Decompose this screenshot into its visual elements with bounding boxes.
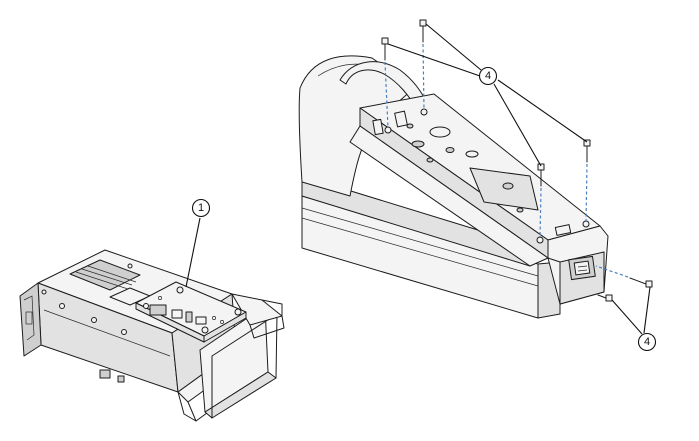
callout-1-label: 1 (198, 202, 204, 214)
side-screws (595, 265, 653, 302)
callout-4-side-leader-1 (643, 286, 651, 334)
screw-side-2 (597, 294, 613, 302)
callout-4-top-circle (478, 66, 498, 86)
callout-1-circle (191, 198, 211, 218)
callout-4-side-circle (637, 332, 657, 352)
callout-4-top-leader-3 (493, 83, 542, 167)
callout-4-top-leader-2 (425, 23, 482, 71)
callout-4-top-leader-1 (387, 43, 481, 77)
screw-top-1 (381, 37, 389, 129)
top-screws (381, 19, 591, 239)
callout-4-side-label: 4 (644, 336, 650, 348)
internal-module-assembly (19, 249, 285, 422)
callout-4-top-label: 4 (485, 70, 491, 82)
callout-1-leader (185, 217, 201, 288)
screw-top-4 (583, 139, 591, 223)
callout-4-side-group: 4 (611, 286, 657, 352)
housing-assembly (298, 55, 609, 319)
screw-top-3 (537, 163, 545, 239)
callout-4-side-leader-2 (611, 299, 643, 335)
screw-top-2 (419, 19, 427, 111)
callout-4-top-group: 4 (387, 23, 588, 167)
screw-side-1 (595, 265, 653, 288)
callout-1-group: 1 (185, 198, 211, 288)
callout-4-top-leader-4 (497, 79, 588, 143)
